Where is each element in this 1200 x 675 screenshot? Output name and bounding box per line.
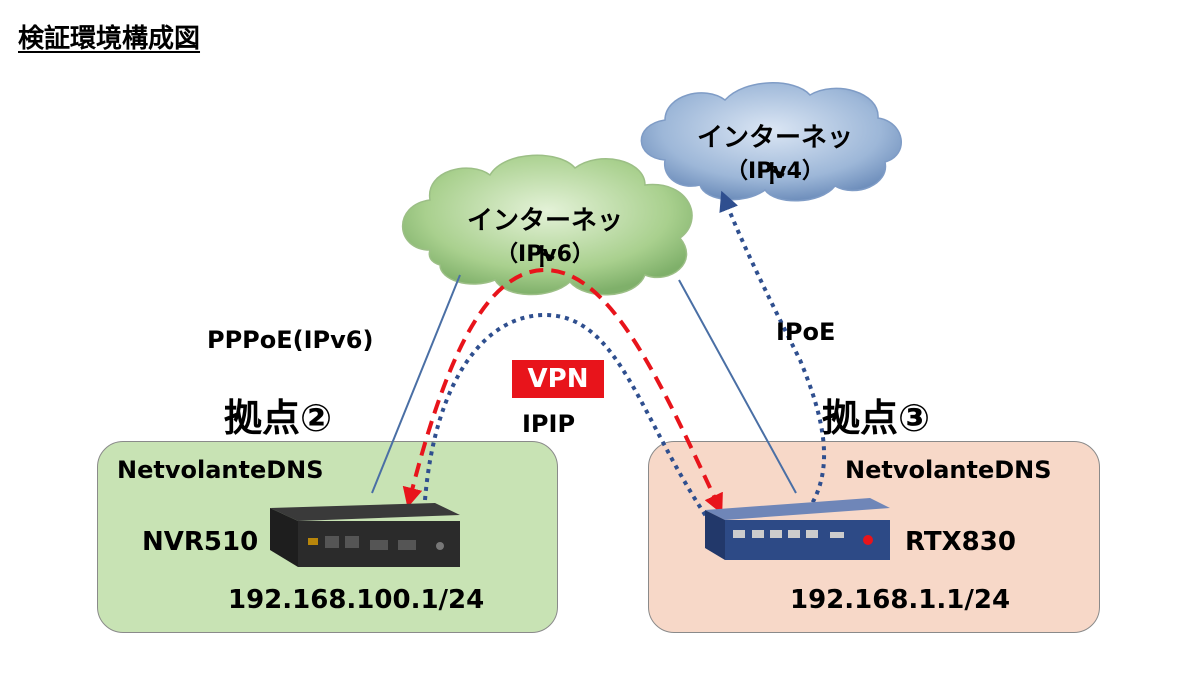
nvr510-router-image [270,503,460,567]
cloud-ipv6 [402,154,693,296]
ipip-label: IPIP [522,410,576,438]
site3-dns-label: NetvolanteDNS [845,456,1052,484]
cloud-ipv6-label: インターネット [466,206,623,273]
site3-router-label: RTX830 [905,527,1016,557]
site2-subnet: 192.168.100.1/24 [228,585,485,615]
site2-title: 拠点② [224,396,333,440]
pppoe-line [371,274,461,494]
site3-subnet: 192.168.1.1/24 [790,585,1011,615]
cloud-ipv4-sublabel: （IPv4） [726,159,824,184]
ipoe-ipv4-path [719,190,826,512]
cloud-ipv4 [640,82,902,202]
site3-title: 拠点③ [822,396,931,440]
pppoe-label: PPPoE(IPv6) [207,326,374,354]
vpn-tunnel-path [402,267,723,515]
site2-router-label: NVR510 [142,527,259,557]
ipip-tunnel-path [423,312,712,524]
site2-dns-label: NetvolanteDNS [117,456,324,484]
ipoe-line [678,279,797,494]
page-title: 検証環境構成図 [18,24,201,54]
cloud-ipv6-sublabel: （IPv6） [496,242,594,267]
vpn-badge: VPN [512,360,604,398]
cloud-ipv4-label: インターネット [696,123,853,190]
rtx830-router-image [705,498,890,560]
ipoe-label: IPoE [776,318,836,346]
